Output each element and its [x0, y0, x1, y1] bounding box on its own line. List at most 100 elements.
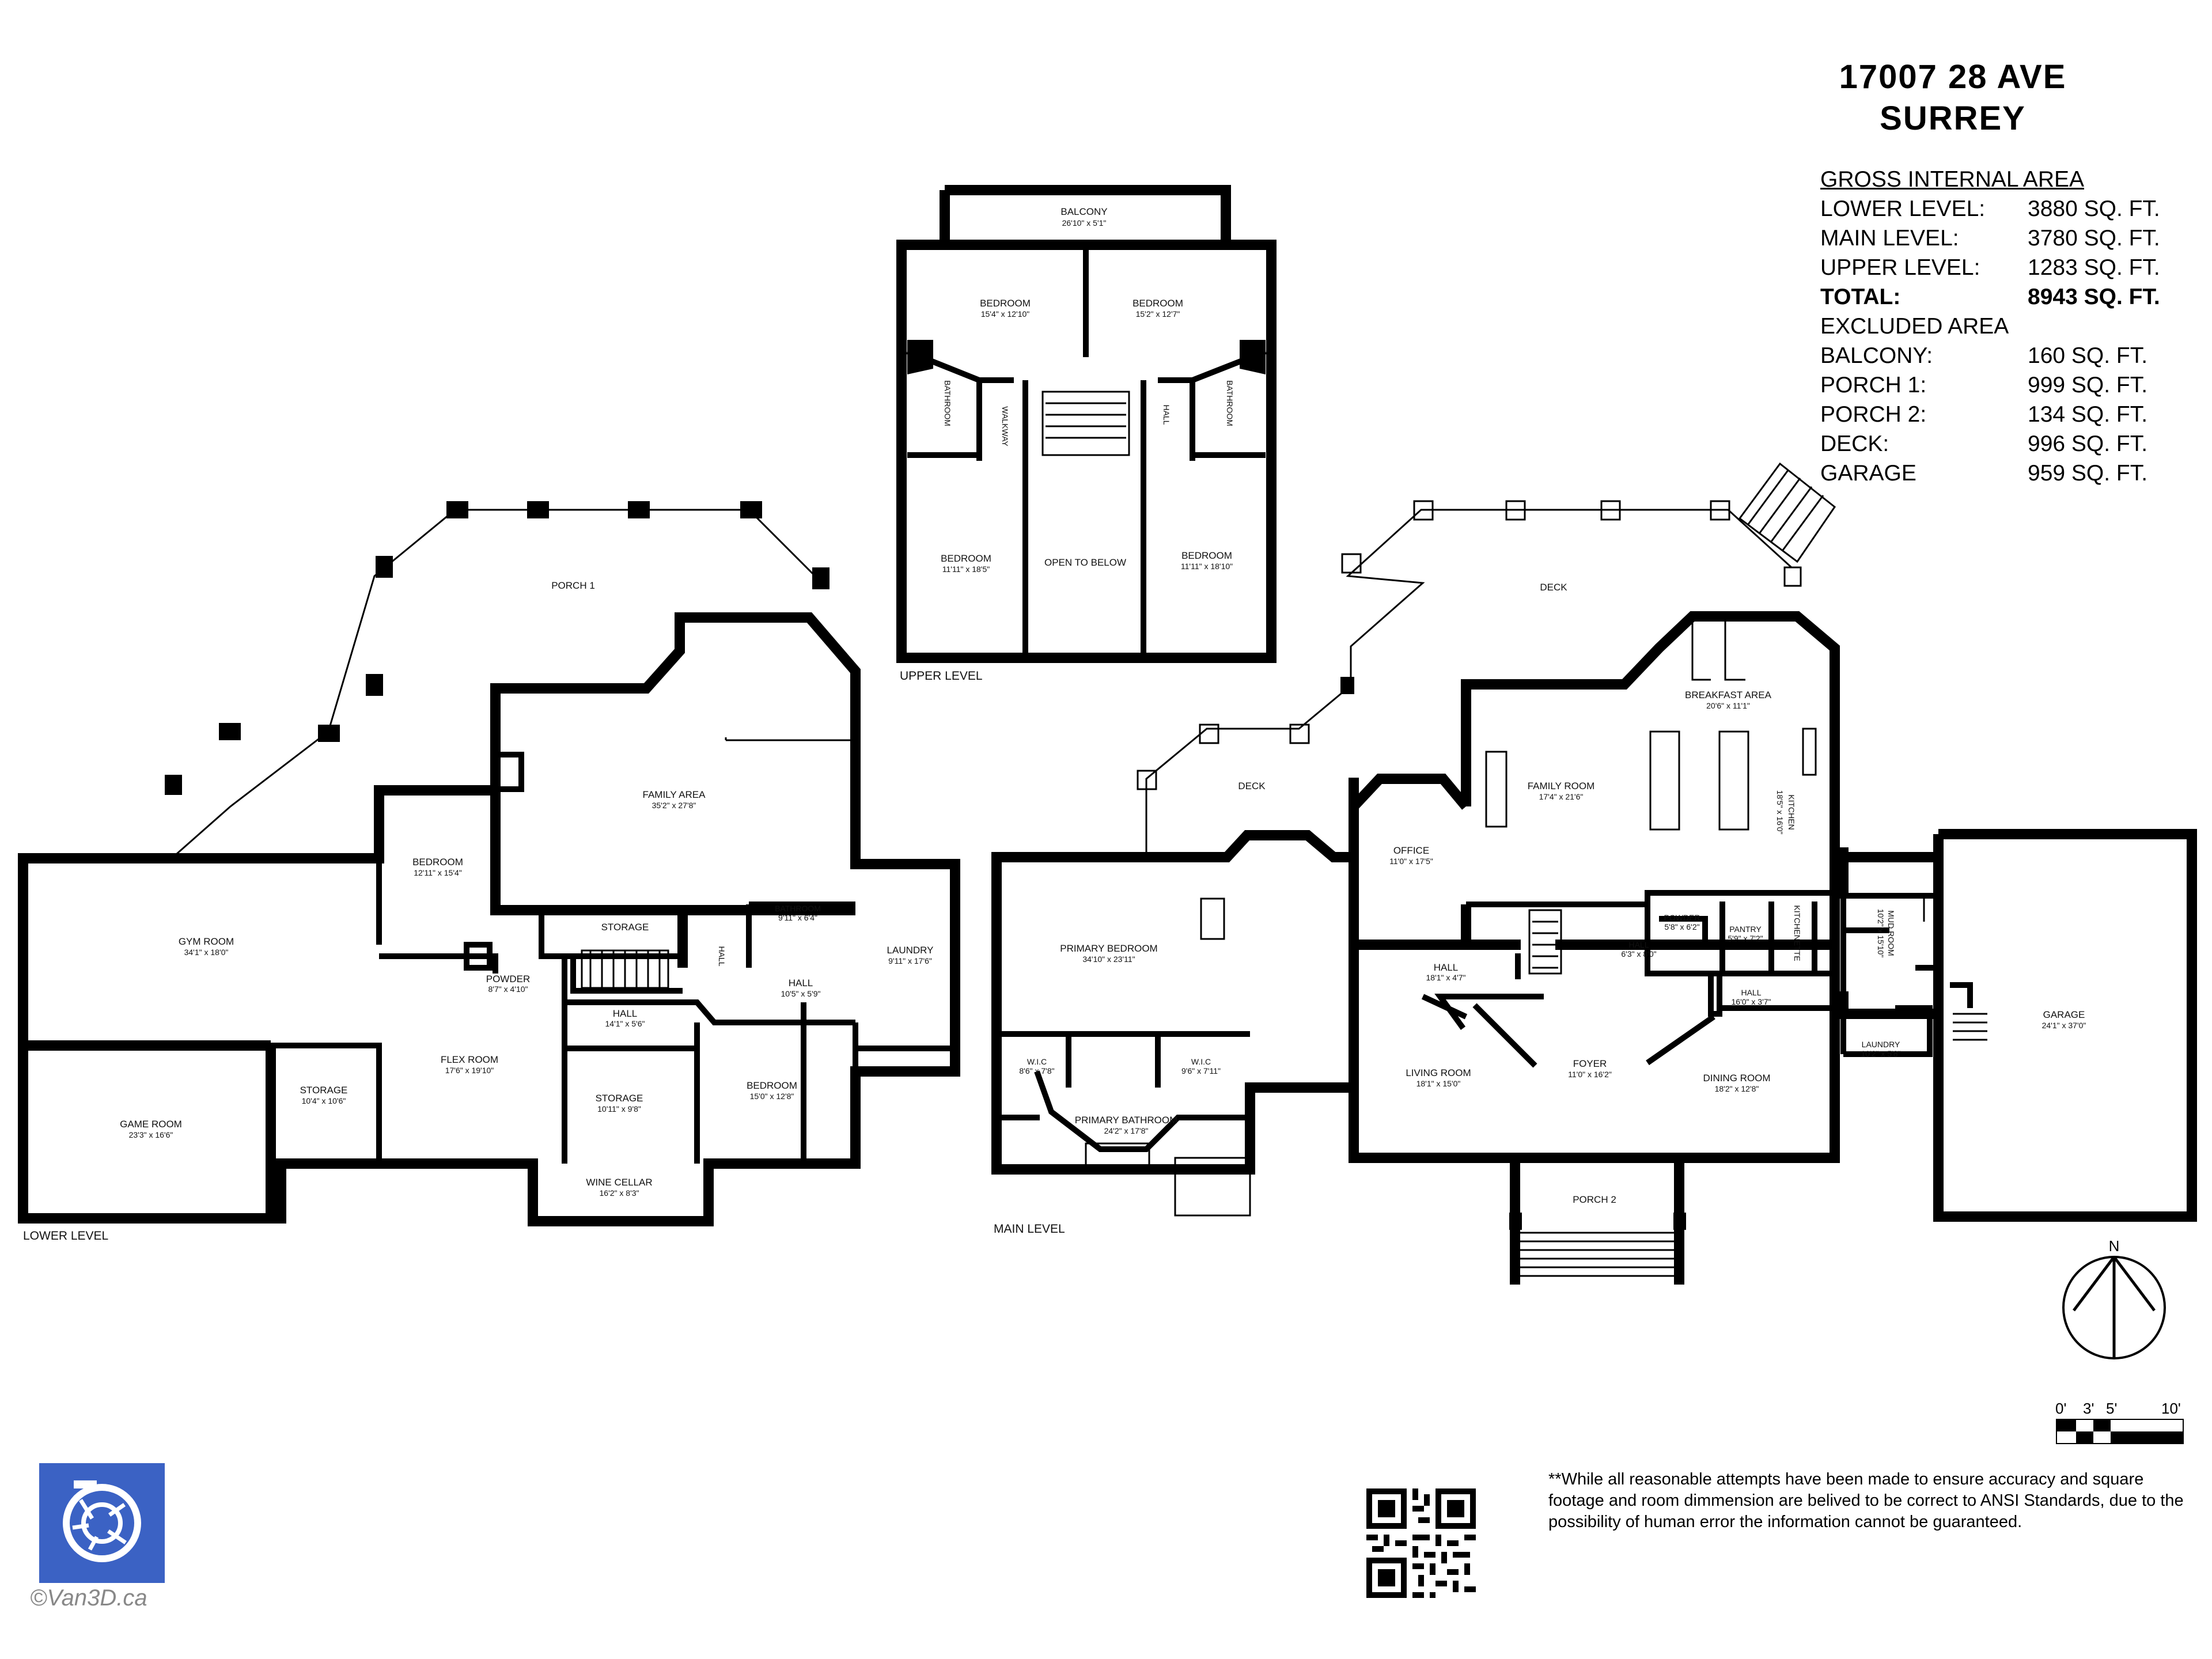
main-pantry-dim: 5'9" x 7'2" — [1728, 934, 1763, 943]
lower-bedroom-b-label: BEDROOM — [747, 1080, 797, 1091]
camera-logo-icon — [39, 1463, 165, 1583]
main-laundry-dim: 10'2" x 5'8" — [1861, 1049, 1901, 1058]
lower-hall-b-dim: 10'5" x 5'9" — [781, 989, 821, 998]
scale-tick-5: 5' — [2106, 1400, 2117, 1417]
lower-bathroom-label: BATHROOM — [775, 904, 821, 913]
main-deck-w-label: DECK — [1238, 781, 1266, 791]
lower-storage-b-dim: 10'4" x 10'6" — [302, 1096, 346, 1105]
excluded-row-porch2: PORCH 2:134 SQ. FT. — [1820, 402, 2148, 427]
main-hall-a-label: HALL — [1628, 940, 1649, 949]
lower-family-label: FAMILY AREA — [643, 789, 706, 800]
upper-bedroom1-label: BEDROOM — [980, 298, 1031, 309]
lower-flex-dim: 17'6" x 19'10" — [445, 1066, 494, 1075]
scale-bar: 0' 3' 5' 10' — [2055, 1400, 2184, 1444]
main-kitchen-dim: 18'5" x 16'0" — [1775, 790, 1785, 835]
main-wic2-dim: 9'6" x 7'11" — [1181, 1066, 1221, 1075]
main-kitchen-label: KITCHEN — [1787, 794, 1796, 830]
lower-family-dim: 35'2" x 27'8" — [652, 801, 696, 810]
lower-gym-dim: 34'1" x 18'0" — [184, 948, 229, 957]
main-level-label: MAIN LEVEL — [994, 1222, 1065, 1236]
area-summary: GROSS INTERNAL AREA LOWER LEVEL:3880 SQ.… — [1820, 165, 2195, 488]
area-row-total: TOTAL:8943 SQ. FT. — [1820, 285, 2160, 309]
main-primary-bath-label: PRIMARY BATHROOM — [1075, 1115, 1178, 1126]
lower-powder-label: POWDER — [486, 974, 531, 984]
scale-tick-0: 0' — [2055, 1400, 2066, 1417]
lower-laundry-dim: 9'11" x 17'6" — [888, 956, 932, 965]
lower-bedroom-a-label: BEDROOM — [412, 857, 463, 868]
upper-bathroom1-label: BATHROOM — [943, 380, 952, 426]
main-mudroom-label: MUD ROOM — [1887, 910, 1896, 956]
main-office-label: OFFICE — [1393, 845, 1429, 856]
excluded-row-deck: DECK:996 SQ. FT. — [1820, 431, 2148, 456]
main-primary-bed-label: PRIMARY BEDROOM — [1060, 943, 1157, 954]
lower-storage-c-label: STORAGE — [596, 1093, 643, 1104]
excluded-area-heading: EXCLUDED AREA — [1820, 314, 2009, 339]
area-row-main: MAIN LEVEL:3780 SQ. FT. — [1820, 226, 2160, 251]
main-foyer-dim: 11'0" x 16'2" — [1568, 1070, 1612, 1079]
lower-bathroom-dim: 9'11" x 6'4" — [778, 913, 817, 922]
main-level-plan — [991, 462, 2197, 1285]
scale-tick-10: 10' — [2161, 1400, 2181, 1417]
upper-bathroom2-label: BATHROOM — [1225, 380, 1234, 426]
main-garage-dim: 24'1" x 37'0" — [2042, 1021, 2086, 1030]
lower-hall-a-dim: 14'1" x 5'6" — [605, 1019, 645, 1028]
compass-north-label: N — [2109, 1238, 2120, 1255]
upper-walkway-label: WALKWAY — [1001, 406, 1010, 446]
main-hall-c-dim: 16'0" x 3'7" — [1732, 997, 1771, 1006]
main-office-dim: 11'0" x 17'5" — [1389, 857, 1433, 866]
compass-icon: N — [2062, 1238, 2166, 1359]
main-family-label: FAMILY ROOM — [1528, 781, 1595, 791]
main-wic2-label: W.I.C — [1191, 1057, 1211, 1066]
main-family-dim: 17'4" x 21'6" — [1539, 792, 1584, 801]
main-laundry-label: LAUNDRY — [1862, 1040, 1900, 1049]
address-line1: 17007 28 AVE — [1839, 58, 2067, 96]
main-dining-dim: 18'2" x 12'8" — [1715, 1084, 1759, 1093]
lower-bedroom-a-dim: 12'11" x 15'4" — [414, 868, 462, 877]
upper-level-plan — [896, 185, 1277, 663]
upper-bedroom3-label: BEDROOM — [941, 553, 991, 564]
main-foyer-label: FOYER — [1573, 1058, 1607, 1069]
main-hall-b-dim: 18'1" x 4'7" — [1426, 973, 1466, 982]
main-deck-n-label: DECK — [1540, 582, 1567, 593]
upper-balcony-label: BALCONY — [1060, 206, 1107, 217]
lower-laundry-label: LAUNDRY — [887, 945, 934, 956]
main-hall-b-label: HALL — [1434, 962, 1459, 973]
upper-bedroom2-dim: 15'2" x 12'7" — [1136, 309, 1180, 319]
upper-bedroom2-label: BEDROOM — [1132, 298, 1183, 309]
excluded-row-porch1: PORCH 1:999 SQ. FT. — [1820, 373, 2148, 397]
main-breakfast-dim: 20'6" x 11'1" — [1706, 701, 1750, 710]
lower-porch1-label: PORCH 1 — [551, 580, 595, 591]
lower-hall-v-label: HALL — [717, 946, 726, 966]
main-hall-a-dim: 6'3" x 8'0" — [1621, 949, 1656, 959]
upper-bedroom1-dim: 15'4" x 12'10" — [981, 309, 1030, 319]
lower-wine-label: WINE CELLAR — [586, 1177, 652, 1188]
credit-text: ©Van3D.ca — [30, 1585, 147, 1611]
upper-bedroom4-dim: 11'11" x 18'10" — [1181, 562, 1233, 571]
area-row-lower: LOWER LEVEL:3880 SQ. FT. — [1820, 196, 2160, 221]
lower-wine-dim: 16'2" x 8'3" — [600, 1188, 639, 1198]
lower-powder-dim: 8'7" x 4'10" — [488, 984, 528, 994]
lower-hall-a-label: HALL — [613, 1008, 638, 1019]
main-powder-label: POWDER — [1664, 913, 1700, 922]
upper-balcony-dim: 26'10" x 5'1" — [1062, 218, 1107, 228]
lower-hall-b-label: HALL — [789, 978, 813, 988]
gross-area-heading: GROSS INTERNAL AREA — [1820, 167, 2085, 192]
main-pantry-label: PANTRY — [1729, 925, 1762, 934]
address-line2: SURREY — [1880, 100, 2026, 137]
main-wic1-label: W.I.C — [1027, 1057, 1047, 1066]
main-dining-label: DINING ROOM — [1703, 1073, 1770, 1084]
lower-gym-label: GYM ROOM — [179, 936, 234, 947]
upper-open-label: OPEN TO BELOW — [1044, 557, 1126, 568]
main-living-dim: 18'1" x 15'0" — [1416, 1079, 1461, 1088]
upper-hall-label: HALL — [1162, 404, 1171, 425]
lower-storage-b-label: STORAGE — [300, 1085, 348, 1096]
lower-bedroom-b-dim: 15'0" x 12'8" — [750, 1092, 794, 1101]
main-wic1-dim: 8'6" x 7'8" — [1019, 1066, 1054, 1075]
main-breakfast-label: BREAKFAST AREA — [1685, 690, 1772, 700]
main-living-label: LIVING ROOM — [1406, 1067, 1471, 1078]
excluded-row-balcony: BALCONY:160 SQ. FT. — [1820, 343, 2148, 368]
lower-game-label: GAME ROOM — [120, 1119, 182, 1130]
area-row-upper: UPPER LEVEL:1283 SQ. FT. — [1820, 255, 2160, 280]
